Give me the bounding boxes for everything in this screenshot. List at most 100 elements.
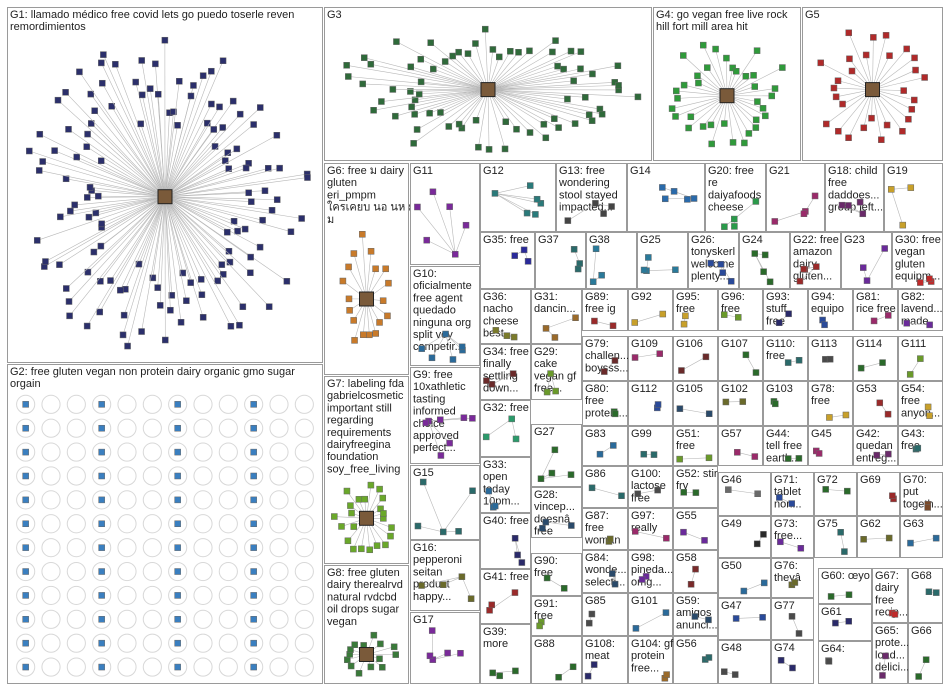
node — [640, 266, 648, 274]
group-g103: G103 — [763, 381, 808, 426]
group-g42: G42:quedanentreg... — [853, 426, 898, 466]
node — [539, 525, 546, 532]
hub-node — [719, 88, 735, 104]
group-label: put — [903, 486, 918, 498]
self-loop — [269, 442, 289, 462]
node — [846, 55, 853, 63]
edge — [487, 89, 506, 150]
node — [721, 668, 728, 675]
self-loop — [41, 466, 61, 486]
group-g33: G33:opentoday10pm... — [480, 457, 531, 513]
edge — [774, 211, 806, 222]
group-box — [582, 381, 628, 426]
edge — [44, 196, 166, 267]
node — [76, 68, 83, 76]
node — [536, 622, 543, 630]
node — [611, 580, 619, 588]
group-label: G82: — [901, 291, 925, 303]
group-label: G98: — [631, 552, 655, 564]
edge — [91, 190, 166, 197]
group-box — [628, 381, 673, 426]
group-label: G85 — [585, 595, 606, 607]
node — [83, 322, 91, 330]
self-loop — [244, 538, 264, 558]
edge — [445, 333, 454, 360]
edge — [164, 111, 174, 197]
node — [815, 450, 823, 457]
group-g90: G90:free — [531, 553, 582, 596]
self-loop — [193, 633, 213, 653]
self-loop — [193, 657, 213, 677]
node — [418, 345, 425, 352]
group-label: G21 — [769, 165, 790, 177]
node — [672, 266, 679, 273]
node — [33, 237, 41, 244]
node — [520, 246, 528, 254]
group-box — [480, 624, 531, 684]
edge — [164, 196, 191, 283]
edge — [431, 333, 446, 358]
node — [680, 320, 688, 328]
self-loop — [66, 561, 86, 582]
node — [36, 130, 44, 138]
node — [523, 209, 531, 217]
edge — [164, 167, 280, 197]
node — [611, 410, 619, 418]
node — [496, 53, 503, 61]
edge — [164, 196, 171, 311]
node — [382, 541, 389, 549]
edge — [115, 64, 166, 197]
node — [379, 297, 387, 304]
group-g1: G1: llamado médico free covid lets go pu… — [7, 7, 323, 363]
node — [441, 58, 449, 65]
group-label: hill fort mill area hit — [656, 21, 748, 33]
self-loop — [66, 514, 86, 534]
edge — [57, 99, 166, 197]
group-box — [324, 376, 409, 564]
edge — [90, 187, 166, 197]
self-loop — [244, 657, 264, 677]
edge — [164, 196, 244, 307]
edge — [635, 531, 667, 539]
group-label: G48 — [721, 642, 742, 654]
node — [796, 277, 804, 285]
node — [631, 354, 639, 361]
self-loop — [193, 514, 213, 534]
edge — [487, 89, 568, 100]
edge — [395, 89, 489, 117]
group-label: G1: llamado médico free covid lets go pu… — [10, 9, 294, 21]
node — [22, 424, 29, 432]
group-box — [908, 623, 943, 684]
node — [712, 45, 719, 53]
self-loop — [66, 609, 86, 629]
group-g58: G58 — [673, 550, 718, 593]
group-label: G73: — [774, 518, 798, 530]
node — [754, 490, 761, 497]
node — [97, 278, 104, 285]
edge — [487, 89, 600, 110]
node — [92, 209, 100, 217]
node — [376, 485, 383, 493]
node — [250, 121, 257, 128]
edge — [545, 521, 572, 526]
node — [543, 574, 551, 582]
edge — [396, 41, 489, 90]
node — [768, 92, 776, 100]
node — [22, 616, 29, 623]
group-label: G55 — [676, 510, 697, 522]
edge — [366, 251, 372, 300]
group-g61: G61 — [818, 604, 872, 641]
node — [592, 245, 600, 253]
node — [378, 98, 385, 105]
group-label: free — [901, 395, 920, 407]
group-g96: G96:free — [718, 289, 763, 331]
node — [65, 298, 73, 305]
group-label: G41: free — [483, 571, 529, 583]
self-loop — [269, 514, 289, 534]
node — [835, 127, 842, 135]
node — [568, 522, 575, 529]
self-loop — [193, 561, 213, 582]
self-loop — [142, 394, 162, 414]
group-box — [718, 289, 763, 331]
